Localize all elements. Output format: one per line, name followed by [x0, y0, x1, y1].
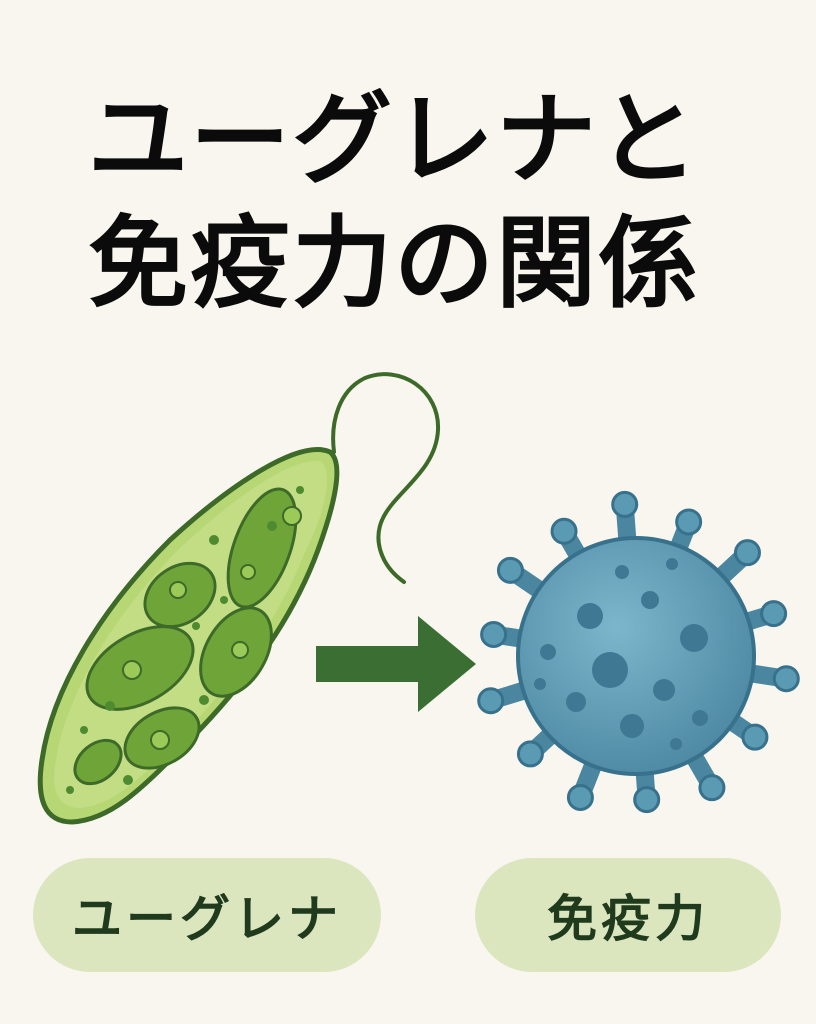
- euglena-label-text: ユーグレナ: [72, 890, 342, 948]
- immune-cell-spike-tip: [733, 539, 761, 567]
- immune-cell-spike-tip: [741, 723, 769, 751]
- immune-cell-spike-tip: [633, 786, 661, 814]
- euglena-label: ユーグレナ: [33, 858, 381, 972]
- immune-cell-spike-tip: [675, 508, 703, 536]
- immune-cell-spike-tip: [477, 687, 505, 715]
- immunity-label-text: 免疫力: [547, 890, 709, 948]
- immune-cell-spike-tip: [496, 556, 524, 584]
- title-line-2: 免疫力の関係: [88, 205, 700, 322]
- immune-cell-spike-tip: [566, 783, 594, 811]
- immune-cell-spike-tip: [760, 600, 788, 628]
- page-title: ユーグレナと 免疫力の関係: [88, 78, 768, 326]
- immune-cell-spike-tip: [516, 740, 544, 768]
- title-line-1: ユーグレナと: [88, 81, 700, 198]
- euglena-cell-icon: [37, 372, 441, 825]
- illustration: [37, 372, 800, 825]
- right-arrow-icon: [316, 616, 476, 712]
- immunity-label: 免疫力: [475, 858, 781, 972]
- immune-cell-spike-tip: [698, 774, 726, 802]
- immune-cell-icon: [477, 490, 800, 814]
- immune-cell-spike-tip: [772, 665, 800, 693]
- flagellum: [331, 372, 441, 584]
- immune-cell-spike-tip: [480, 620, 508, 648]
- immune-cell-spike-tip: [611, 490, 639, 518]
- immune-cell-spike-tip: [550, 517, 578, 545]
